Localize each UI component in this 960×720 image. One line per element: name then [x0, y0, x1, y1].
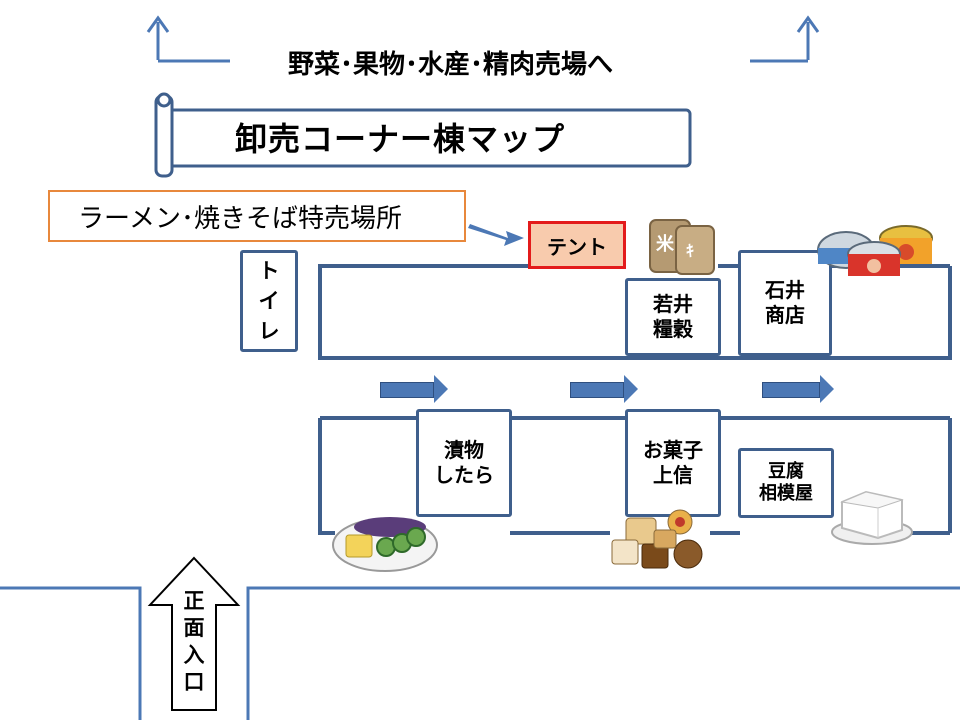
pickles-icon [332, 517, 438, 572]
corridor-arrow-1 [380, 375, 448, 403]
toilet-box: ト イ レ [240, 250, 298, 352]
title-banner [154, 92, 692, 178]
canned-goods-icon [817, 225, 933, 276]
entrance-char-3: 入 [183, 643, 205, 667]
up-arrow-left [146, 15, 230, 63]
tofu-icon [831, 490, 913, 545]
shop-wakai-line2: 糧穀 [653, 317, 693, 341]
shop-tofu-line1: 豆腐 [768, 460, 804, 482]
entrance-arrow [147, 556, 241, 711]
heading-to-market: 野菜･果物･水産･精肉売場へ [288, 50, 614, 80]
road-lines [0, 586, 960, 720]
svg-text:米: 米 [656, 233, 675, 255]
special-sale-box: ラーメン･焼きそば特売場所 [48, 190, 466, 242]
toilet-char-3: レ [258, 319, 280, 344]
corridor-arrow-3 [762, 375, 834, 403]
corridor-arrow-2 [570, 375, 638, 403]
special-sale-label: ラーメン･焼きそば特売場所 [78, 203, 402, 234]
shop-tofu-line2: 相模屋 [759, 483, 813, 504]
shop-ishii-line2: 商店 [765, 303, 805, 327]
shop-tsukemono-line1: 漬物 [444, 438, 484, 462]
shop-ishii-line1: 石井 [765, 278, 805, 302]
shop-tsukemono: 漬物 したら [416, 409, 512, 517]
svg-text:ｷ: ｷ [686, 241, 694, 260]
entrance-char-2: 面 [183, 616, 205, 640]
snacks-icon [611, 509, 703, 569]
entrance-label: 正 面 入 口 [172, 588, 216, 696]
pointer-arrow [468, 224, 524, 246]
shop-okashi: お菓子 上信 [625, 409, 721, 517]
map-title: 卸売コーナー棟マップ [235, 120, 566, 158]
shop-okashi-line1: お菓子 [643, 438, 703, 462]
toilet-char-1: ト [258, 258, 280, 283]
shop-okashi-line2: 上信 [653, 463, 693, 487]
toilet-char-2: イ [258, 288, 280, 313]
entrance-char-4: 口 [183, 670, 205, 694]
entrance-char-1: 正 [183, 589, 205, 613]
shop-wakai-line1: 若井 [653, 292, 693, 316]
tent-box: テント [528, 221, 626, 269]
tent-label: テント [547, 234, 607, 259]
shop-tofu: 豆腐 相模屋 [738, 448, 834, 518]
shop-tsukemono-line2: したら [434, 463, 494, 487]
shop-wakai: 若井 糧穀 [625, 278, 721, 356]
shop-ishii: 石井 商店 [738, 250, 832, 356]
up-arrow-right [750, 15, 820, 63]
rice-bags-icon: 米 ｷ [649, 219, 715, 275]
